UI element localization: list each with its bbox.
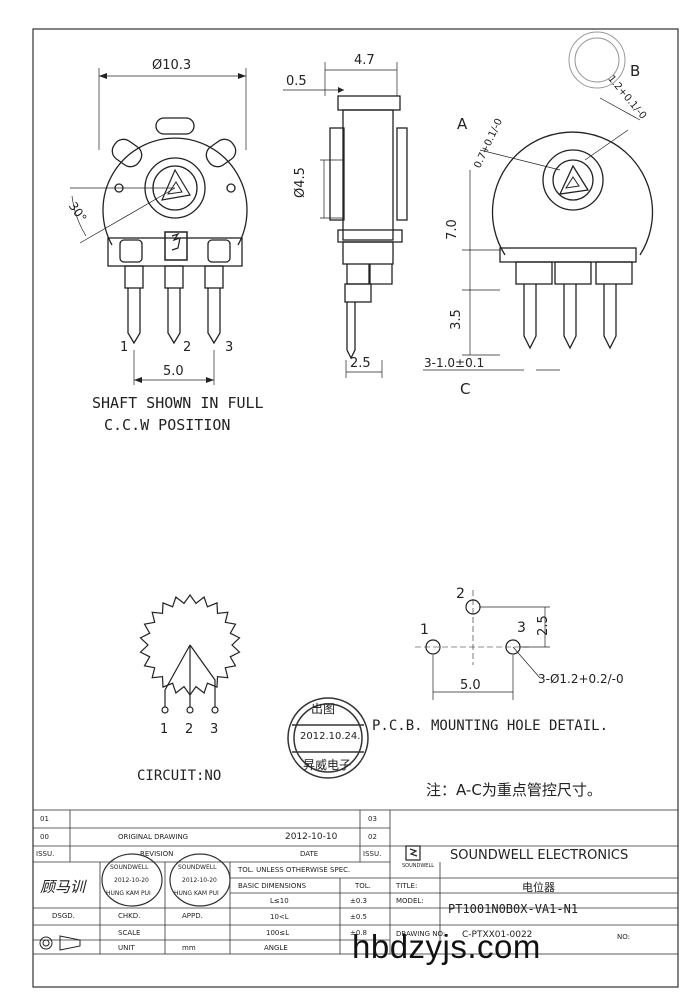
company-name: SOUNDWELL ELECTRONICS	[450, 848, 629, 863]
no-label: NO:	[617, 933, 630, 941]
basic-dim-header: BASIC DIMENSIONS	[238, 882, 307, 890]
tol-row-3-tol: ±0.8	[350, 929, 367, 937]
circuit-pin-3: 3	[210, 722, 219, 737]
rev-issue-1: 01	[40, 815, 49, 823]
site-watermark: hbdzyjs.com	[352, 928, 541, 965]
chkd-stamp-name: SOUNDWELL	[110, 864, 149, 871]
hole-2-label: 2	[456, 586, 465, 602]
sheet-03: 03	[368, 815, 377, 823]
rev-issu-header: ISSU.	[36, 850, 55, 858]
release-stamp	[287, 697, 369, 779]
dim-shaft-dia: Ø4.5	[292, 167, 308, 198]
appd-stamp-sig: HUNG KAM PUI	[174, 890, 219, 897]
rev-desc-0: ORIGINAL DRAWING	[118, 833, 189, 841]
model-value: PT1001N0B0X-VA1-N1	[448, 902, 579, 916]
label-b: B	[630, 62, 641, 80]
pin-1-label: 1	[120, 340, 129, 355]
seal-mark	[568, 31, 626, 89]
note-line-2: C.C.W POSITION	[104, 416, 231, 434]
logo-text: SOUNDWELL	[402, 863, 435, 869]
rev-date-header: DATE	[300, 850, 319, 858]
rev-revision-header: REVISION	[140, 850, 174, 858]
mm-label: mm	[182, 944, 196, 952]
pcb-detail	[415, 590, 550, 700]
pin-3-label: 3	[225, 340, 234, 355]
stamp-date: 2012.10.24.	[300, 731, 361, 742]
signature-stamps	[101, 853, 231, 907]
dim-thickness: 0.5	[286, 74, 307, 89]
dsgd-label: DSGD.	[52, 912, 75, 920]
title-block-grid	[32, 809, 679, 955]
label-a: A	[457, 115, 468, 133]
stamp-top: 出图	[311, 702, 336, 716]
appd-stamp-name: SOUNDWELL	[178, 864, 217, 871]
drawing-no-value: C-PTXX01-0022	[462, 930, 533, 940]
side-view	[283, 62, 408, 378]
designer-signature: 顾马训	[40, 878, 86, 896]
chkd-stamp-sig: HUNG KAM PUI	[106, 890, 151, 897]
hole-1-label: 1	[420, 622, 429, 638]
tol-row-2-dim: 10<L	[270, 913, 289, 921]
rev-issue-0: 00	[40, 833, 49, 841]
label-c: C	[460, 380, 471, 398]
dim-pin-offset: 2.5	[350, 356, 371, 371]
drawing-no-label: DRAWING NO:	[396, 930, 446, 938]
rev-date-0: 2012-10-10	[285, 832, 338, 842]
dim-height: 7.0	[444, 219, 460, 240]
unit-label: UNIT	[118, 944, 135, 952]
tol-header: TOL. UNLESS OTHERWISE SPEC.	[238, 866, 351, 874]
model-label: MODEL:	[396, 897, 424, 905]
tol-col-header: TOL.	[355, 882, 371, 890]
sheet-02: 02	[368, 833, 377, 841]
appd-stamp-date: 2012-10-20	[182, 877, 217, 884]
right-view	[423, 97, 654, 371]
title-label: TITLE:	[396, 882, 418, 890]
front-view	[70, 68, 248, 385]
circuit-pin-2: 2	[185, 722, 194, 737]
control-note: 注：A-C为重点管控尺寸。	[426, 781, 602, 799]
pcb-hole-dia: 3-Ø1.2+0.2/-0	[538, 672, 624, 686]
sheet-issu: ISSU.	[363, 850, 382, 858]
pcb-title: P.C.B. MOUNTING HOLE DETAIL.	[372, 718, 609, 734]
dim-pin-len: 3.5	[448, 309, 464, 330]
dim-pin-width: 3-1.0±0.1	[424, 356, 485, 370]
company-logo	[405, 845, 421, 861]
tol-row-1-dim: L≤10	[270, 897, 289, 905]
pin-2-label: 2	[183, 340, 192, 355]
circuit-label: CIRCUIT:NO	[137, 768, 222, 784]
dim-diameter: Ø10.3	[152, 58, 192, 73]
tol-row-2-tol: ±0.5	[350, 913, 367, 921]
tol-row-1-tol: ±0.3	[350, 897, 367, 905]
angle-label: ANGLE	[264, 944, 288, 952]
circuit-symbol	[139, 593, 241, 714]
scale-label: SCALE	[118, 929, 141, 937]
stamp-bottom: 昇威电子	[303, 758, 352, 772]
appd-label: APPD.	[182, 912, 203, 920]
circuit-pin-1: 1	[160, 722, 169, 737]
pcb-dim-h: 5.0	[460, 678, 481, 693]
chkd-label: CHKD.	[118, 912, 141, 920]
note-line-1: SHAFT SHOWN IN FULL	[92, 394, 264, 412]
hole-3-label: 3	[517, 620, 526, 636]
dim-pitch: 5.0	[163, 364, 184, 379]
dim-width: 4.7	[354, 53, 375, 68]
title-value: 电位器	[522, 881, 555, 894]
tol-row-3-dim: 100≤L	[266, 929, 290, 937]
pcb-dim-v: 2.5	[535, 615, 551, 636]
projection-symbol	[39, 935, 81, 951]
chkd-stamp-date: 2012-10-20	[114, 877, 149, 884]
